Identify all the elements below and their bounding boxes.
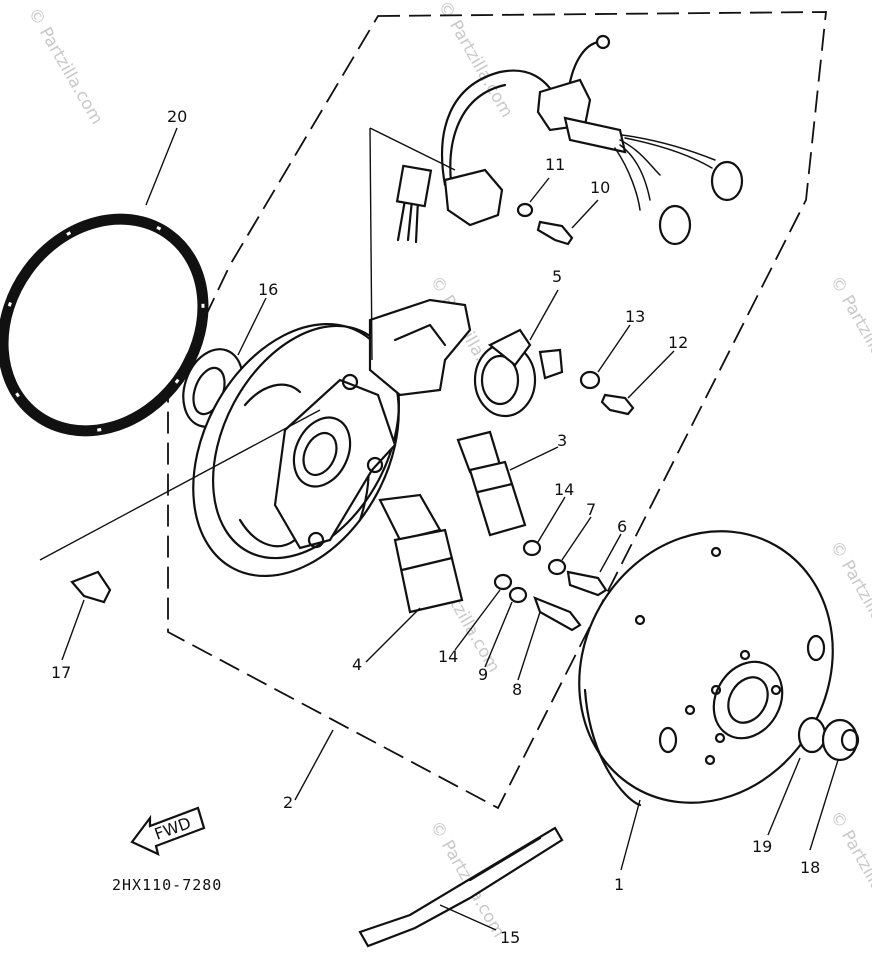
lighting-coil-part-4 bbox=[378, 493, 464, 614]
callout-4: 4 bbox=[352, 655, 362, 674]
forward-arrow: FWD bbox=[130, 806, 206, 856]
nut-part-19 bbox=[821, 718, 860, 762]
watermark-top: © Partzilla.com bbox=[434, 0, 517, 121]
pickup-coil-part-5 bbox=[473, 328, 564, 418]
callout-14-upper: 14 bbox=[554, 480, 574, 499]
callout-16: 17 bbox=[51, 663, 71, 682]
callout-18: 15 bbox=[500, 928, 520, 947]
callout-13: 13 bbox=[625, 307, 645, 326]
callout-9: 9 bbox=[478, 665, 488, 684]
callout-6: 6 bbox=[617, 517, 627, 536]
callout-1: 1 bbox=[614, 875, 624, 894]
callout-3: 3 bbox=[557, 431, 567, 450]
callout-15: 16 bbox=[258, 280, 278, 299]
callout-19: 18 bbox=[800, 858, 820, 877]
callout-5: 5 bbox=[552, 267, 562, 286]
washer-part-20 bbox=[797, 716, 827, 754]
watermark-upper-left: © Partzilla.com bbox=[24, 5, 107, 129]
stator-base-plate bbox=[192, 298, 472, 578]
fasteners bbox=[493, 202, 635, 632]
callout-11: 11 bbox=[545, 155, 565, 174]
callout-2: 2 bbox=[283, 793, 293, 812]
watermark-bottom-right: © Partzilla.com bbox=[826, 808, 872, 932]
callout-14-lower: 14 bbox=[438, 647, 458, 666]
callout-8: 8 bbox=[512, 680, 522, 699]
callout-12: 12 bbox=[668, 333, 688, 352]
cable-tie-part-18 bbox=[358, 826, 564, 948]
leader-lines bbox=[39, 127, 839, 931]
callout-20: 19 bbox=[752, 837, 772, 856]
callout-10: 10 bbox=[590, 178, 610, 197]
callout-17: 20 bbox=[167, 107, 187, 126]
charge-coil-part-3 bbox=[456, 430, 527, 537]
callout-labels: 20 16 11 10 5 13 12 3 14 7 6 4 14 9 8 17… bbox=[51, 107, 820, 947]
small-bracket bbox=[443, 168, 504, 227]
stator-assembly-boundary bbox=[167, 11, 828, 810]
diagram-code: 2HX110-7280 bbox=[112, 876, 222, 894]
screw-part-16 bbox=[70, 570, 112, 604]
o-ring-part-17 bbox=[0, 213, 209, 437]
flywheel-rotor-part-1 bbox=[578, 530, 834, 807]
watermark-right: © Partzilla.com bbox=[826, 273, 872, 397]
callout-7: 7 bbox=[586, 500, 596, 519]
watermarks: © Partzilla.com © Partzilla.com © Partzi… bbox=[24, 0, 872, 941]
wire-harness bbox=[395, 34, 744, 246]
